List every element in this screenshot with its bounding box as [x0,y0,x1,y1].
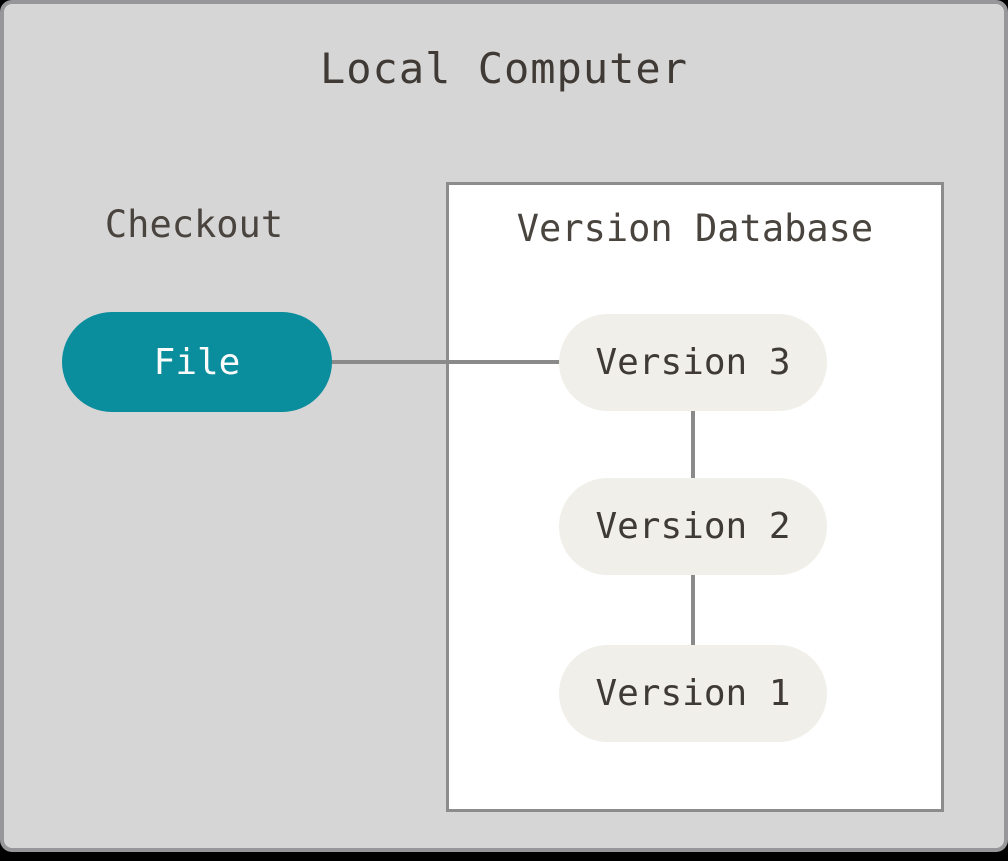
connector-file-to-version3 [331,360,560,364]
version-node-3: Version 3 [559,314,827,411]
version-node-1: Version 1 [559,645,827,742]
file-node: File [62,312,332,412]
connector-version2-to-version1 [691,574,695,646]
version-database-title: Version Database [516,207,874,250]
checkout-label: Checkout [104,203,284,246]
connector-version3-to-version2 [691,410,695,479]
version-node-2: Version 2 [559,478,827,575]
diagram-title: Local Computer [319,44,688,93]
